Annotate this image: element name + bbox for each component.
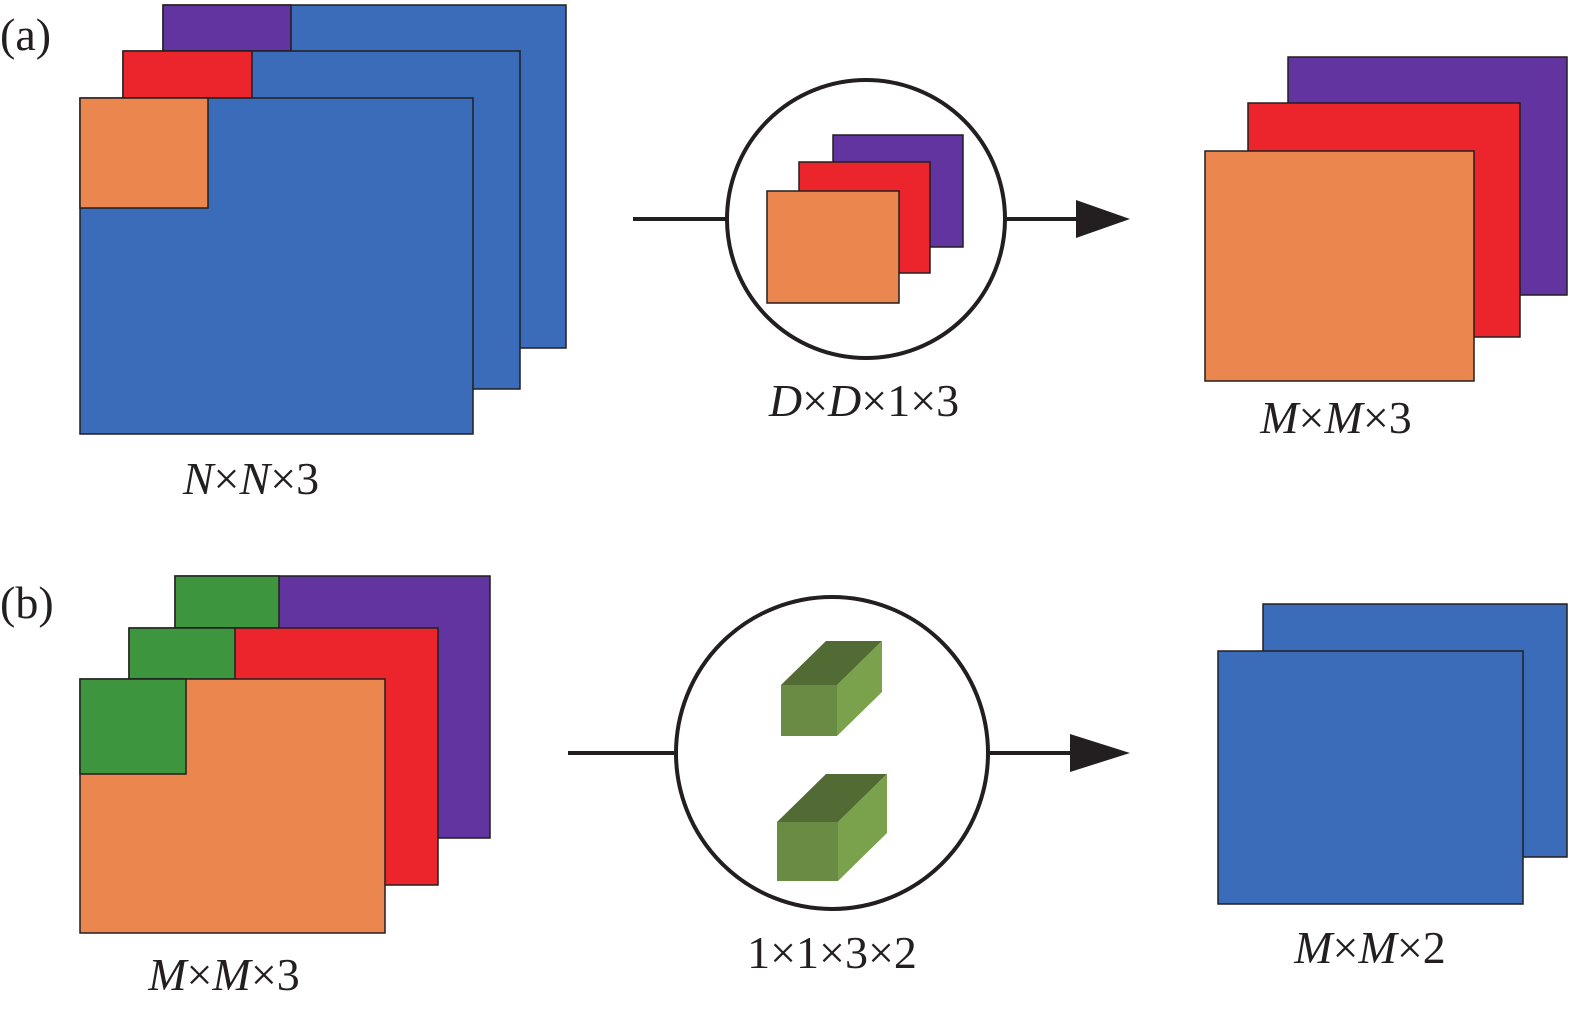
kernel-b-lower-cube (777, 774, 887, 881)
panel-a-kernel-label: D×D×1×3 (768, 375, 959, 426)
panel-b-input-stack (79, 575, 491, 934)
lower-cube-top-face (777, 774, 887, 822)
panel-b-input-label: M×M×3 (147, 949, 300, 1000)
kernel-a-front-filter (766, 190, 900, 304)
kernel-b-upper-cube (781, 641, 882, 736)
lower-cube-side-face (838, 774, 887, 881)
panel-a-output-label: M×M×3 (1259, 392, 1412, 443)
panel-b-kernel-label: 1×1×3×2 (747, 927, 917, 978)
panel-b-kernel-circle (674, 595, 990, 911)
output-b-front-plate (1217, 650, 1524, 905)
panel-a-output-stack (1204, 56, 1568, 382)
panel-a-tag: (a) (0, 9, 51, 60)
input-a-back-window (162, 4, 292, 52)
panel-b-tag: (b) (0, 577, 54, 628)
panel-b-output-stack (1217, 603, 1568, 905)
lower-cube-front-face (777, 822, 838, 881)
input-b-back-window (174, 575, 280, 629)
panel-b-arrowhead (1070, 734, 1130, 772)
input-b-mid-window (128, 627, 236, 680)
input-a-front-window (79, 97, 209, 209)
panel-a-arrowhead (1076, 200, 1130, 238)
output-a-front-plate (1204, 150, 1475, 382)
upper-cube-front-face (781, 685, 837, 736)
input-a-mid-window (122, 50, 253, 99)
panel-a-input-label: N×N×3 (182, 453, 319, 504)
upper-cube-top-face (781, 641, 882, 685)
panel-a-input-stack (79, 4, 567, 435)
upper-cube-side-face (837, 641, 882, 736)
input-b-front-window (79, 678, 187, 775)
panel-a-kernel-filters (766, 134, 964, 304)
panel-b-output-label: M×M×2 (1293, 922, 1446, 973)
